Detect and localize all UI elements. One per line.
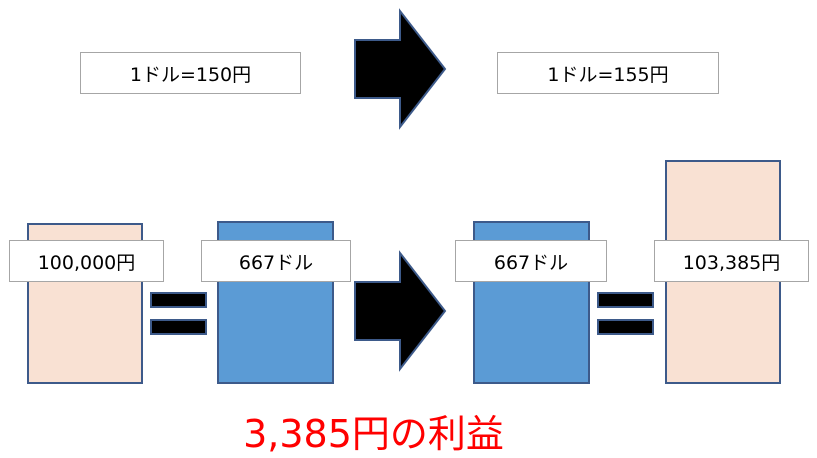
usd-held-after-label: 667ドル bbox=[455, 240, 607, 282]
rate-after-label: 1ドル=155円 bbox=[497, 52, 719, 94]
right-arrow-icon bbox=[354, 250, 447, 372]
yen-end-label: 103,385円 bbox=[654, 240, 809, 282]
equals-icon bbox=[150, 319, 207, 335]
equals-icon bbox=[597, 292, 654, 308]
usd-held-label: 667ドル bbox=[201, 240, 351, 282]
equals-icon bbox=[597, 319, 654, 335]
rate-before-label: 1ドル=150円 bbox=[80, 52, 301, 94]
equals-icon bbox=[150, 292, 207, 308]
profit-text: 3,385円の利益 bbox=[243, 411, 504, 456]
right-arrow-icon bbox=[354, 8, 447, 130]
yen-start-label: 100,000円 bbox=[9, 240, 164, 282]
